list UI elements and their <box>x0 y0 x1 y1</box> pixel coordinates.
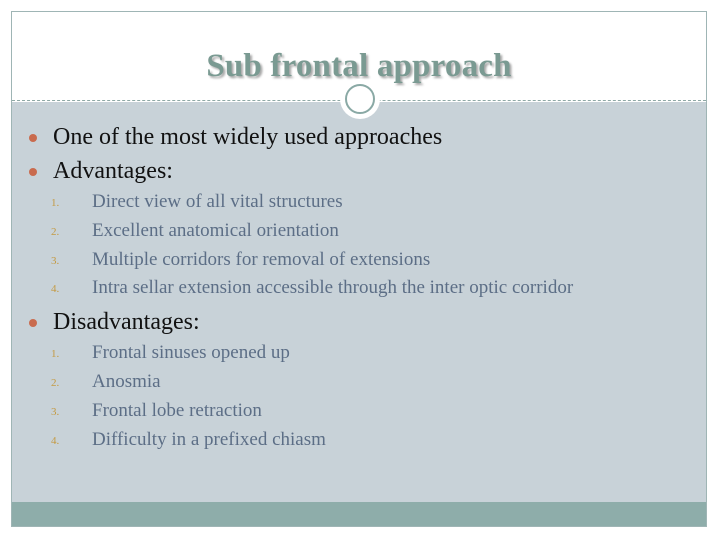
list-number: 1. <box>51 348 60 361</box>
bullet-dot-icon <box>29 134 37 142</box>
bullet-text: Advantages: <box>53 158 173 184</box>
list-item: 2. Excellent anatomical orientation <box>12 217 706 246</box>
slide: Sub frontal approach One of the most wid… <box>11 11 707 527</box>
list-text: Excellent anatomical orientation <box>92 219 339 241</box>
list-text: Direct view of all vital structures <box>92 191 343 212</box>
list-number: 3. <box>51 254 60 267</box>
list-item: 3. Frontal lobe retraction <box>12 397 706 426</box>
list-item: 1. Frontal sinuses opened up <box>12 339 706 368</box>
list-text: Difficulty in a prefixed chiasm <box>92 428 326 450</box>
bullet-dot-icon <box>29 168 37 176</box>
list-item: 2. Anosmia <box>12 368 706 397</box>
list-item: 4. Intra sellar extension accessible thr… <box>12 274 706 303</box>
list-number: 2. <box>51 225 60 238</box>
advantages-list: 1. Direct view of all vital structures 2… <box>12 188 706 303</box>
disadvantages-list: 1. Frontal sinuses opened up 2. Anosmia … <box>12 339 706 454</box>
list-item: 4. Difficulty in a prefixed chiasm <box>12 426 706 455</box>
list-item: 1. Direct view of all vital structures <box>12 188 706 217</box>
list-item: 3. Multiple corridors for removal of ext… <box>12 246 706 275</box>
list-text: Frontal lobe retraction <box>92 399 262 421</box>
list-number: 4. <box>51 434 60 447</box>
list-number: 3. <box>51 405 60 418</box>
list-text: Multiple corridors for removal of extens… <box>92 248 431 270</box>
list-text: Frontal sinuses opened up <box>92 342 290 364</box>
bullet-dot-icon <box>29 319 37 328</box>
bullet-item-advantages: Advantages: <box>12 156 706 186</box>
list-text: Intra sellar extension accessible throug… <box>92 277 574 299</box>
bullet-item-disadvantages: Disadvantages: <box>12 307 706 337</box>
bullet-item: One of the most widely used approaches <box>12 122 706 152</box>
bullet-text: Disadvantages: <box>53 309 200 336</box>
slide-title: Sub frontal approach <box>206 48 512 84</box>
slide-body: One of the most widely used approaches A… <box>12 122 706 454</box>
circle-ornament-icon <box>340 79 380 119</box>
list-number: 1. <box>51 197 60 209</box>
list-number: 4. <box>51 283 60 296</box>
list-text: Anosmia <box>92 370 161 392</box>
bullet-text: One of the most widely used approaches <box>53 124 443 150</box>
list-number: 2. <box>51 376 60 389</box>
ornament-ring <box>345 84 375 114</box>
footer-bar <box>12 502 706 526</box>
